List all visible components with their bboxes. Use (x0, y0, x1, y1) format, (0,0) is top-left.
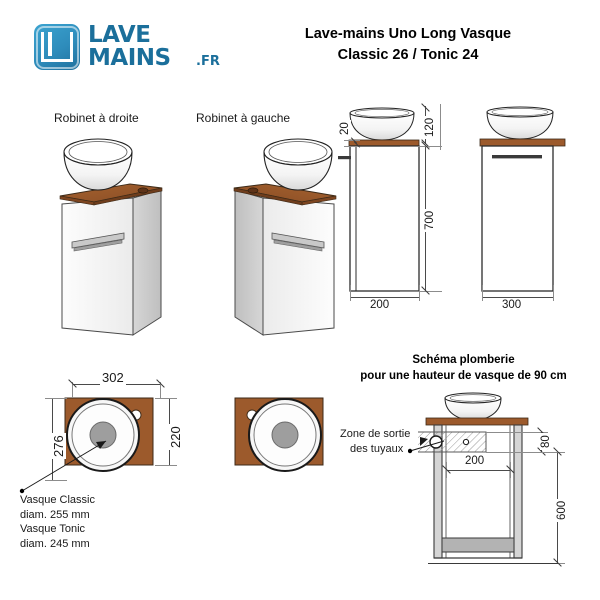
note-vasque-dimensions: Vasque Classic diam. 255 mm Vasque Tonic… (20, 493, 95, 551)
note-line-4: diam. 245 mm (20, 537, 90, 550)
ext-line-200b (419, 285, 420, 301)
logo-tld: .FR (196, 54, 220, 69)
dim-clearance-600: 600 (556, 498, 568, 522)
plumbing-title-line-2: pour une hauteur de vasque de 90 cm (360, 370, 567, 383)
lm-monogram-icon (34, 24, 80, 70)
plan-note-leader (19, 440, 107, 494)
logo-m-stem (48, 32, 52, 56)
ext-line-302a (72, 382, 73, 398)
dim-plan-width-302: 302 (100, 370, 126, 385)
ext-line-200c (446, 462, 447, 478)
logo-word-mains: MAINS (88, 45, 171, 71)
label-robinet-droite: Robinet à droite (54, 111, 139, 125)
label-robinet-gauche: Robinet à gauche (196, 111, 291, 125)
ext-line-700-bot (400, 291, 442, 292)
page-title: Lave-mains Uno Long Vasque Classic 26 / … (258, 24, 558, 66)
dim-width-300: 300 (500, 299, 524, 311)
ext-line-276b (45, 480, 67, 481)
note-line-3: Vasque Tonic (20, 523, 86, 536)
ext-line-200a (350, 285, 351, 301)
ext-line-302b (160, 382, 161, 398)
callout-line-2: des tuyaux (350, 442, 404, 455)
ext-line-200d (510, 462, 511, 478)
callout-leader-line (408, 440, 445, 454)
note-line-1: Vasque Classic (20, 494, 95, 506)
front-elevation-drawing (479, 106, 566, 292)
ext-line-700-top (400, 146, 442, 147)
dim-bowl-height: 120 (424, 115, 436, 139)
ext-line-300a (482, 285, 483, 301)
dim-line-300 (482, 297, 553, 298)
title-line-2: Classic 26 / Tonic 24 (337, 47, 479, 64)
plan-view-mirrored (234, 397, 324, 472)
dim-zone-width-200: 200 (463, 455, 487, 467)
logo-ring (35, 25, 79, 69)
plumbing-schema-drawing (418, 392, 529, 559)
floor-line (428, 563, 558, 564)
callout-line-1: Zone de sortie (340, 428, 411, 440)
perspective-view-left-tap (233, 138, 337, 336)
ext-line-220b (155, 465, 177, 466)
dim-top-thickness: 20 (339, 120, 351, 137)
ext-line-220a (155, 398, 177, 399)
ext-line-120 (440, 104, 441, 150)
ext-line-276a (45, 398, 67, 399)
dim-line-200b (446, 470, 510, 471)
perspective-view-right-tap (59, 138, 163, 336)
ext-line-80b (486, 452, 548, 453)
callout-zone-sortie: Zone de sortie des tuyaux (340, 427, 410, 456)
brand-logo: LAVE MAINS .FR (30, 20, 230, 78)
ext-line-600a (525, 452, 565, 453)
logo-word-lave: LAVE (88, 22, 151, 48)
plumbing-title-line-1: Schéma plomberie (412, 354, 515, 366)
plan-view-dimensioned (64, 397, 154, 472)
dim-zone-height-80: 80 (540, 433, 552, 450)
ext-line-80a (486, 432, 548, 433)
ext-line-300b (553, 285, 554, 301)
dim-cabinet-height: 700 (424, 208, 436, 232)
ext-line-20 (344, 140, 360, 141)
dim-depth-200: 200 (368, 299, 392, 311)
side-elevation-drawing (338, 107, 420, 292)
plumbing-schema-title: Schéma plomberie pour une hauteur de vas… (336, 352, 591, 384)
title-line-1: Lave-mains Uno Long Vasque (304, 26, 512, 42)
dim-line-200 (350, 297, 419, 298)
dim-plan-depth-220: 220 (168, 424, 183, 450)
ext-line-20b (344, 146, 360, 147)
logo-m-shape (41, 32, 73, 62)
note-line-2: diam. 255 mm (20, 508, 90, 521)
